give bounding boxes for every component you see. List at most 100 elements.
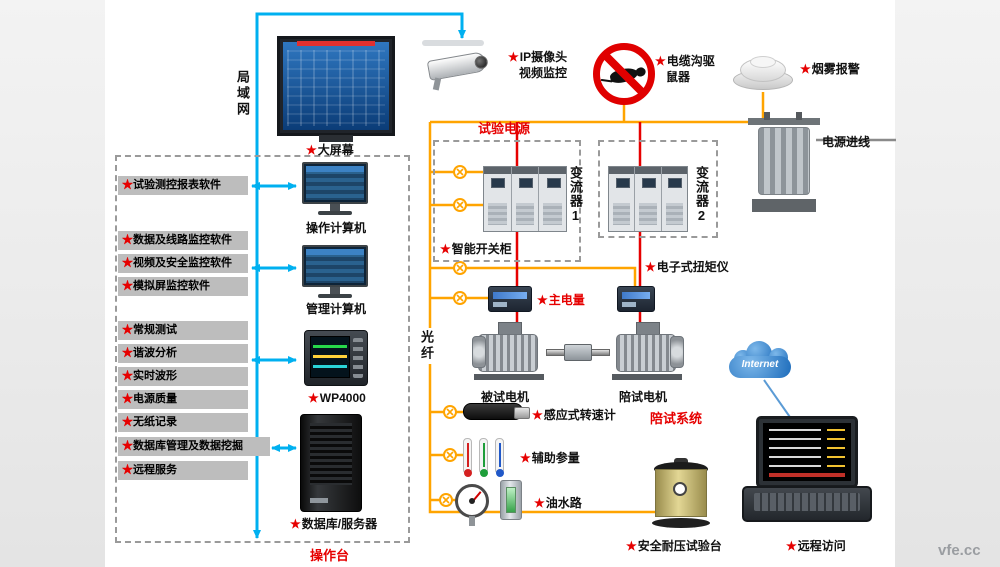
star-icon: ★ [537, 293, 548, 307]
ip-camera-label-line2: 视频监控 [519, 66, 568, 80]
laptop-lid [756, 416, 858, 488]
star-icon: ★ [290, 517, 301, 531]
flow-meter-illustration [500, 480, 522, 520]
wp4000-label: ★WP4000 [308, 391, 366, 405]
motor-body [616, 334, 676, 372]
end-cap [472, 336, 486, 368]
gauge-stem [469, 516, 475, 526]
screen-title-bar [296, 41, 376, 46]
cabinet-door [484, 167, 512, 231]
screen [302, 162, 368, 204]
cabinet-door [539, 167, 566, 231]
screen [283, 42, 389, 130]
thermometer-icon [463, 438, 472, 477]
ip-camera-illustration [422, 40, 498, 94]
management-computer-label: 管理计算机 [306, 302, 367, 316]
label-text: WP4000 [319, 391, 366, 405]
bushing [764, 112, 770, 120]
fiber-bus-label: 光纤 [417, 328, 436, 364]
label-text: 辅助参量 [531, 451, 580, 465]
star-icon: ★ [655, 54, 666, 68]
star-icon: ★ [306, 143, 317, 157]
remote-laptop-illustration [742, 416, 872, 528]
converter2-region [598, 140, 718, 238]
hipot-variac-illustration [652, 458, 710, 528]
software-item: ★数据及线路监控软件 [118, 231, 248, 250]
star-icon: ★ [122, 393, 133, 405]
pressure-gauge-illustration [455, 484, 489, 518]
internet-cloud-icon: Internet [728, 340, 794, 382]
torque-meter-illustration [617, 286, 655, 312]
star-icon: ★ [122, 280, 133, 292]
motor-body [478, 334, 538, 372]
motor-base [612, 374, 682, 380]
hipot-bench-label: ★安全耐压试验台 [626, 537, 722, 554]
star-icon: ★ [534, 496, 545, 510]
label-text: 主电量 [548, 293, 585, 307]
software-item-label: 常规测试 [133, 324, 177, 336]
lan-bus-label: 局域网 [235, 70, 250, 118]
rodent-repeller-sign [593, 43, 655, 105]
software-item-label: 电源质量 [133, 393, 177, 405]
cabinet-door [635, 167, 662, 231]
camera-mount [432, 77, 442, 91]
smoke-detector-illustration [733, 46, 793, 92]
management-computer-illustration [302, 245, 370, 301]
camera-lens-icon [473, 54, 489, 70]
power-inlet-label: 电源进线 [822, 135, 871, 149]
cabinet-door [512, 167, 540, 231]
database-server-illustration [300, 414, 362, 512]
laptop-base [742, 486, 872, 522]
smoke-alarm-label: ★烟雾报警 [800, 60, 860, 77]
software-item-label: 数据及线路监控软件 [133, 234, 232, 246]
screen [302, 245, 368, 287]
wp4000-analyzer-illustration [304, 330, 368, 386]
star-icon: ★ [122, 179, 133, 191]
variac-dial [673, 482, 687, 496]
software-item: ★常规测试 [118, 321, 248, 340]
software-item-label: 视频及安全监控软件 [133, 257, 232, 269]
software-item: ★远程服务 [118, 461, 248, 480]
transformer-body [758, 127, 810, 195]
screen-status-bar [769, 473, 845, 477]
software-item: ★谐波分析 [118, 344, 248, 363]
software-item: ★试验测控报表软件 [118, 176, 248, 195]
torque-meter-label: ★电子式扭矩仪 [645, 258, 729, 275]
big-screen-label: ★大屏幕 [306, 141, 354, 158]
screen [310, 336, 350, 378]
cabinet-door [662, 167, 687, 231]
companion-motor-label: 陪试电机 [619, 390, 668, 404]
thermometers-illustration [463, 438, 515, 482]
software-item: ★实时波形 [118, 367, 248, 386]
star-icon: ★ [122, 347, 133, 359]
star-icon: ★ [122, 464, 133, 476]
star-icon: ★ [440, 242, 451, 256]
camera-hood [422, 40, 484, 46]
label-text: 电子式扭矩仪 [656, 260, 729, 274]
star-icon: ★ [122, 234, 133, 246]
star-icon: ★ [308, 391, 319, 405]
camera-body [426, 51, 489, 81]
laptop-screen [763, 423, 851, 481]
transformer-base [752, 199, 816, 212]
buttons [353, 338, 363, 378]
thermometer-icon [495, 438, 504, 477]
watermark: vfe.cc [938, 542, 981, 559]
cloud-base [729, 356, 791, 378]
star-icon: ★ [122, 440, 133, 452]
label-text: 智能开关柜 [451, 242, 512, 256]
software-item: ★无纸记录 [118, 413, 248, 432]
end-cap [670, 336, 684, 368]
label-text: 远程访问 [797, 539, 846, 553]
internet-label: Internet [741, 359, 779, 370]
companion-system-title: 陪试系统 [650, 411, 703, 426]
shaft-coupling [564, 344, 592, 361]
star-icon: ★ [122, 257, 133, 269]
label-text: 电缆沟驱 [666, 54, 715, 68]
thermometer-icon [479, 438, 488, 477]
switchgear-label: ★智能开关柜 [440, 240, 512, 257]
software-item-label: 实时波形 [133, 370, 177, 382]
label-text: 大屏幕 [317, 143, 354, 157]
detector-top [750, 56, 776, 68]
tachometer-illustration [463, 403, 530, 420]
